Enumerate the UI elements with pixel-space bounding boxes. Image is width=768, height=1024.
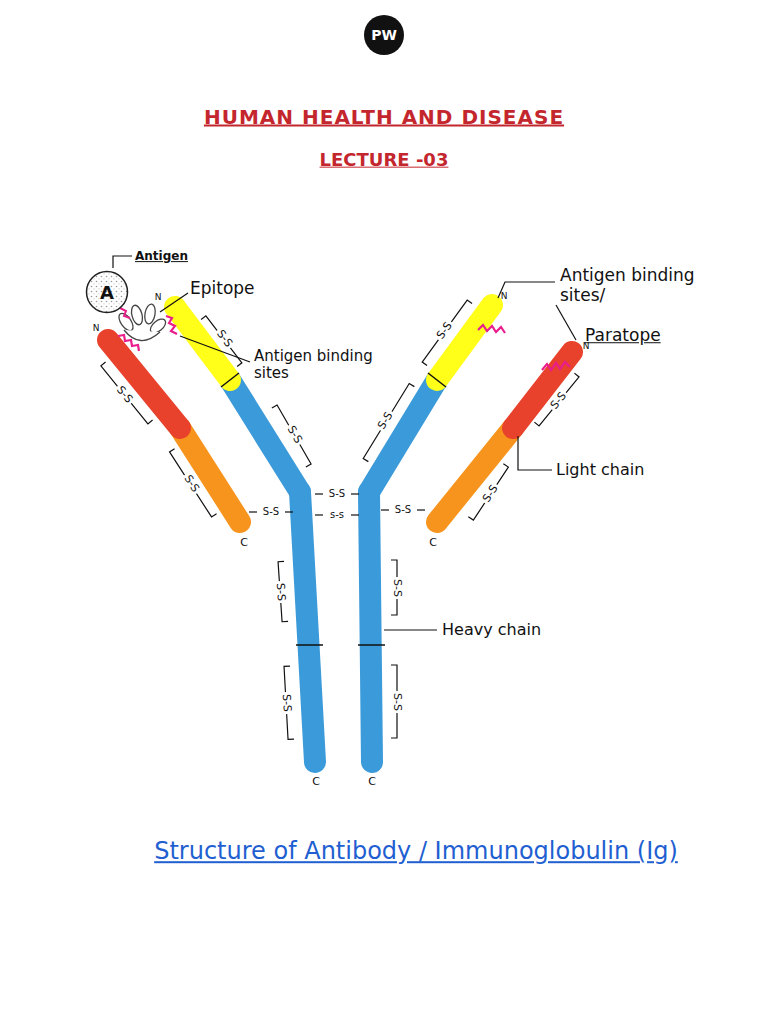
heavy-chain-label: Heavy chain xyxy=(442,621,541,639)
disulfide-dash xyxy=(381,509,389,510)
leader-line xyxy=(384,629,437,630)
n-terminus: N xyxy=(501,291,508,301)
lecture-number: LECTURE -03 xyxy=(320,150,449,171)
antigen-label: Antigen xyxy=(135,250,188,264)
heavy-chain-arm xyxy=(369,380,437,492)
paratope-squiggle xyxy=(478,325,505,333)
domain-boundary xyxy=(358,644,385,646)
leader-line xyxy=(518,436,552,470)
leader-line xyxy=(180,336,250,362)
antigen-circle: A xyxy=(85,270,129,314)
binding-site-label: Antigen binding sites/ xyxy=(560,266,710,305)
disulfide-dash xyxy=(315,514,323,515)
leader-line xyxy=(113,256,132,268)
disulfide-bond: S-S xyxy=(391,691,404,713)
diagram-caption: Structure of Antibody / Immunoglobulin (… xyxy=(154,838,678,866)
c-terminus: C xyxy=(312,776,320,789)
light-variable-region xyxy=(513,352,572,428)
disulfide-bond: S-S xyxy=(391,577,404,599)
paratope-label: Paratope xyxy=(585,326,661,346)
disulfide-bond: S-S xyxy=(283,422,305,447)
logo-text: PW xyxy=(371,27,397,43)
c-terminus: C xyxy=(368,776,376,789)
paratope-squiggle xyxy=(542,362,570,370)
disulfide-bond: S-S xyxy=(433,318,456,343)
logo-circle xyxy=(364,15,404,55)
disulfide-bracket xyxy=(101,362,153,424)
disulfide-bracket xyxy=(422,300,472,366)
epitope-mark xyxy=(120,308,130,318)
disulfide-bond: S-S xyxy=(393,504,413,516)
heavy-chain-stem xyxy=(300,492,315,762)
light-chain-label: Light chain xyxy=(556,461,644,479)
disulfide-bracket xyxy=(272,405,311,467)
disulfide-dash xyxy=(351,493,359,494)
epitope-label: Epitope xyxy=(190,279,255,299)
disulfide-dash xyxy=(249,511,257,512)
disulfide-bracket xyxy=(534,373,579,426)
disulfide-bracket xyxy=(201,316,242,367)
disulfide-bond: S-S xyxy=(261,506,281,518)
heavy-chain-stem xyxy=(369,492,372,762)
light-constant-region xyxy=(180,428,240,522)
disulfide-bond: S-S xyxy=(480,481,503,506)
disulfide-bond: S-S xyxy=(279,692,293,715)
disulfide-bond: S-S xyxy=(273,580,287,603)
binding-site-label: Antigen binding sites xyxy=(254,348,374,383)
n-terminus: N xyxy=(583,341,590,351)
antigen-letter: A xyxy=(100,282,114,303)
disulfide-bond: s-s xyxy=(328,509,346,521)
disulfide-dash xyxy=(351,514,359,515)
disulfide-bracket xyxy=(170,449,217,517)
disulfide-bond: S-S xyxy=(327,488,347,500)
c-terminus: C xyxy=(429,537,437,550)
antigen-body xyxy=(87,272,128,313)
heavy-variable-region xyxy=(437,305,492,380)
disulfide-dash xyxy=(285,511,293,512)
domain-boundary xyxy=(296,644,323,646)
page-title: HUMAN HEALTH AND DISEASE xyxy=(204,106,564,129)
domain-boundary xyxy=(428,373,446,387)
paratope-squiggle xyxy=(166,316,177,334)
c-terminus: C xyxy=(240,537,248,550)
antigen-grip xyxy=(116,303,168,340)
domain-boundary xyxy=(221,373,239,387)
disulfide-bracket xyxy=(363,383,414,461)
light-variable-region xyxy=(108,340,180,428)
disulfide-dash xyxy=(315,493,323,494)
n-terminus: N xyxy=(93,323,100,333)
disulfide-dash xyxy=(417,509,425,510)
light-constant-region xyxy=(437,428,513,522)
n-terminus: N xyxy=(155,292,162,302)
leader-line xyxy=(160,293,188,312)
disulfide-bracket xyxy=(468,464,508,520)
leader-line xyxy=(556,305,576,340)
